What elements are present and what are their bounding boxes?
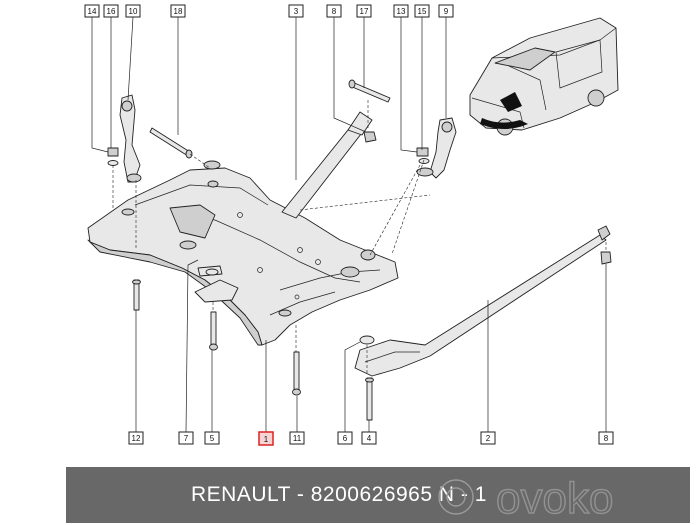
svg-text:12: 12: [132, 434, 141, 443]
callout-2: 2: [480, 431, 496, 445]
svg-text:7: 7: [184, 434, 189, 443]
callout-12: 12: [128, 431, 144, 445]
callout-8-bottom: 8: [598, 431, 614, 445]
fasteners-14-16: [107, 147, 119, 166]
callout-6: 6: [337, 431, 353, 445]
link-10: [119, 94, 142, 183]
callout-15: 15: [414, 4, 430, 18]
svg-text:5: 5: [210, 434, 215, 443]
fasteners-13-15: [416, 147, 430, 164]
svg-text:3: 3: [294, 7, 299, 16]
svg-text:17: 17: [360, 7, 369, 16]
tie-bar-2: [354, 225, 611, 377]
link-9: [416, 117, 457, 179]
watermark-word: ovoko: [496, 474, 613, 519]
svg-text:4: 4: [367, 434, 372, 443]
callout-3: 3: [288, 4, 304, 18]
leader-lines: [91, 16, 607, 433]
svg-text:13: 13: [397, 7, 406, 16]
svg-text:18: 18: [174, 7, 183, 16]
callout-17: 17: [356, 4, 372, 18]
lower-bolts: [132, 251, 612, 421]
svg-text:14: 14: [88, 7, 97, 16]
callout-4: 4: [361, 431, 377, 445]
callout-14: 14: [84, 4, 100, 18]
caption-bar: RENAULT - 8200626965 N - 1 ovoko: [66, 467, 690, 523]
callout-18: 18: [170, 4, 186, 18]
svg-text:16: 16: [107, 7, 116, 16]
svg-text:1: 1: [264, 435, 269, 444]
callout-10: 10: [125, 4, 141, 18]
bolt-17: [348, 79, 391, 103]
part-number-caption: RENAULT - 8200626965 N - 1: [191, 483, 487, 506]
watermark-logo: ovoko: [438, 473, 614, 519]
van-illustration: [469, 17, 619, 136]
callout-16: 16: [103, 4, 119, 18]
svg-text:8: 8: [332, 7, 337, 16]
callout-8-top: 8: [326, 4, 342, 18]
assembly-lines: [112, 100, 607, 375]
callout-9: 9: [438, 4, 454, 18]
callout-11: 11: [289, 431, 305, 445]
svg-text:15: 15: [418, 7, 427, 16]
callout-13: 13: [393, 4, 409, 18]
svg-text:10: 10: [129, 7, 138, 16]
callout-1-highlighted: 1: [258, 431, 274, 446]
svg-text:11: 11: [293, 434, 302, 443]
svg-text:8: 8: [604, 434, 609, 443]
callout-7: 7: [178, 431, 194, 445]
callout-5: 5: [204, 431, 220, 445]
subframe-diagram: 14 16 10 18 3 8 17 13 15 9 12 7: [84, 4, 619, 446]
front-subframe: [87, 160, 399, 346]
nut-8-top: [363, 131, 377, 143]
bolt-18: [149, 127, 193, 159]
svg-text:9: 9: [444, 7, 449, 16]
svg-text:6: 6: [343, 434, 348, 443]
tie-bar-3: [281, 111, 373, 219]
watermark-symbol-icon: [438, 479, 474, 515]
svg-text:2: 2: [486, 434, 491, 443]
